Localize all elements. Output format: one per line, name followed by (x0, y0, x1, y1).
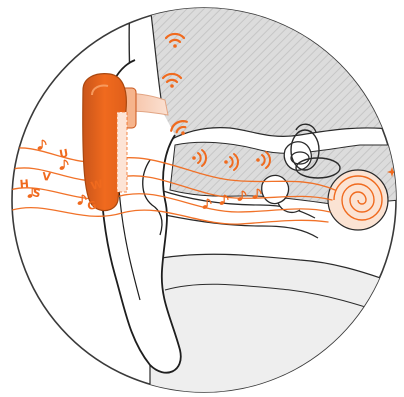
cochlea (328, 170, 388, 230)
letter-h: H (19, 177, 29, 191)
temporal-bone (150, 5, 400, 140)
lower-bone (150, 254, 400, 397)
letter-v: V (42, 170, 52, 184)
contact-pad (117, 112, 127, 192)
